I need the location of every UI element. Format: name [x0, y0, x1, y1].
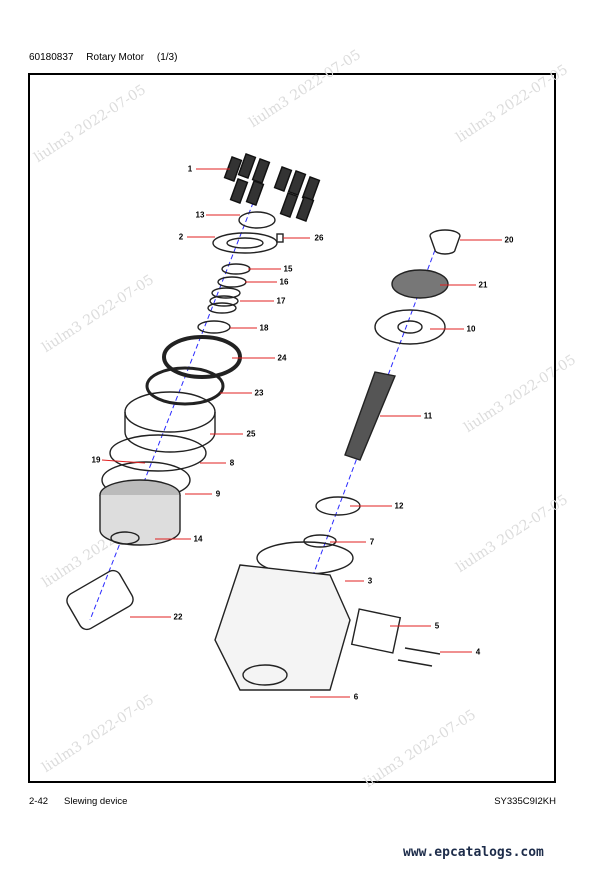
- callout-3: 3: [367, 576, 373, 586]
- leader-lines: [101, 168, 502, 698]
- callout-4: 4: [475, 647, 481, 657]
- callout-19: 19: [91, 455, 101, 465]
- callout-17: 17: [276, 296, 286, 306]
- callout-20: 20: [504, 235, 514, 245]
- callout-11: 11: [423, 411, 433, 421]
- callout-23: 23: [254, 388, 264, 398]
- callout-14: 14: [193, 534, 203, 544]
- callout-2: 2: [178, 232, 184, 242]
- page-title: Rotary Motor: [86, 52, 145, 63]
- callout-15: 15: [283, 264, 293, 274]
- page-header: 60180837 Rotary Motor (1/3): [29, 52, 187, 63]
- callout-26: 26: [314, 233, 324, 243]
- callout-1: 1: [187, 164, 193, 174]
- callout-12: 12: [394, 501, 404, 511]
- callout-6: 6: [353, 692, 359, 702]
- diagram-frame: [28, 73, 556, 783]
- callout-22: 22: [173, 612, 183, 622]
- page-count: (1/3): [156, 52, 178, 63]
- callout-10: 10: [466, 324, 476, 334]
- site-watermark: www.epcatalogs.com: [403, 845, 544, 860]
- callout-18: 18: [259, 323, 269, 333]
- footer-model: SY335C9I2KH: [494, 796, 556, 807]
- callout-16: 16: [279, 277, 289, 287]
- callout-25: 25: [246, 429, 256, 439]
- callout-5: 5: [434, 621, 440, 631]
- callout-21: 21: [478, 280, 488, 290]
- part-number: 60180837: [29, 52, 74, 63]
- callout-13: 13: [195, 210, 205, 220]
- footer-section: Slewing device: [64, 796, 128, 807]
- callout-8: 8: [229, 458, 235, 468]
- callout-7: 7: [369, 537, 375, 547]
- footer-page-number: 2-42: [29, 796, 49, 807]
- callout-9: 9: [215, 489, 221, 499]
- callout-24: 24: [277, 353, 287, 363]
